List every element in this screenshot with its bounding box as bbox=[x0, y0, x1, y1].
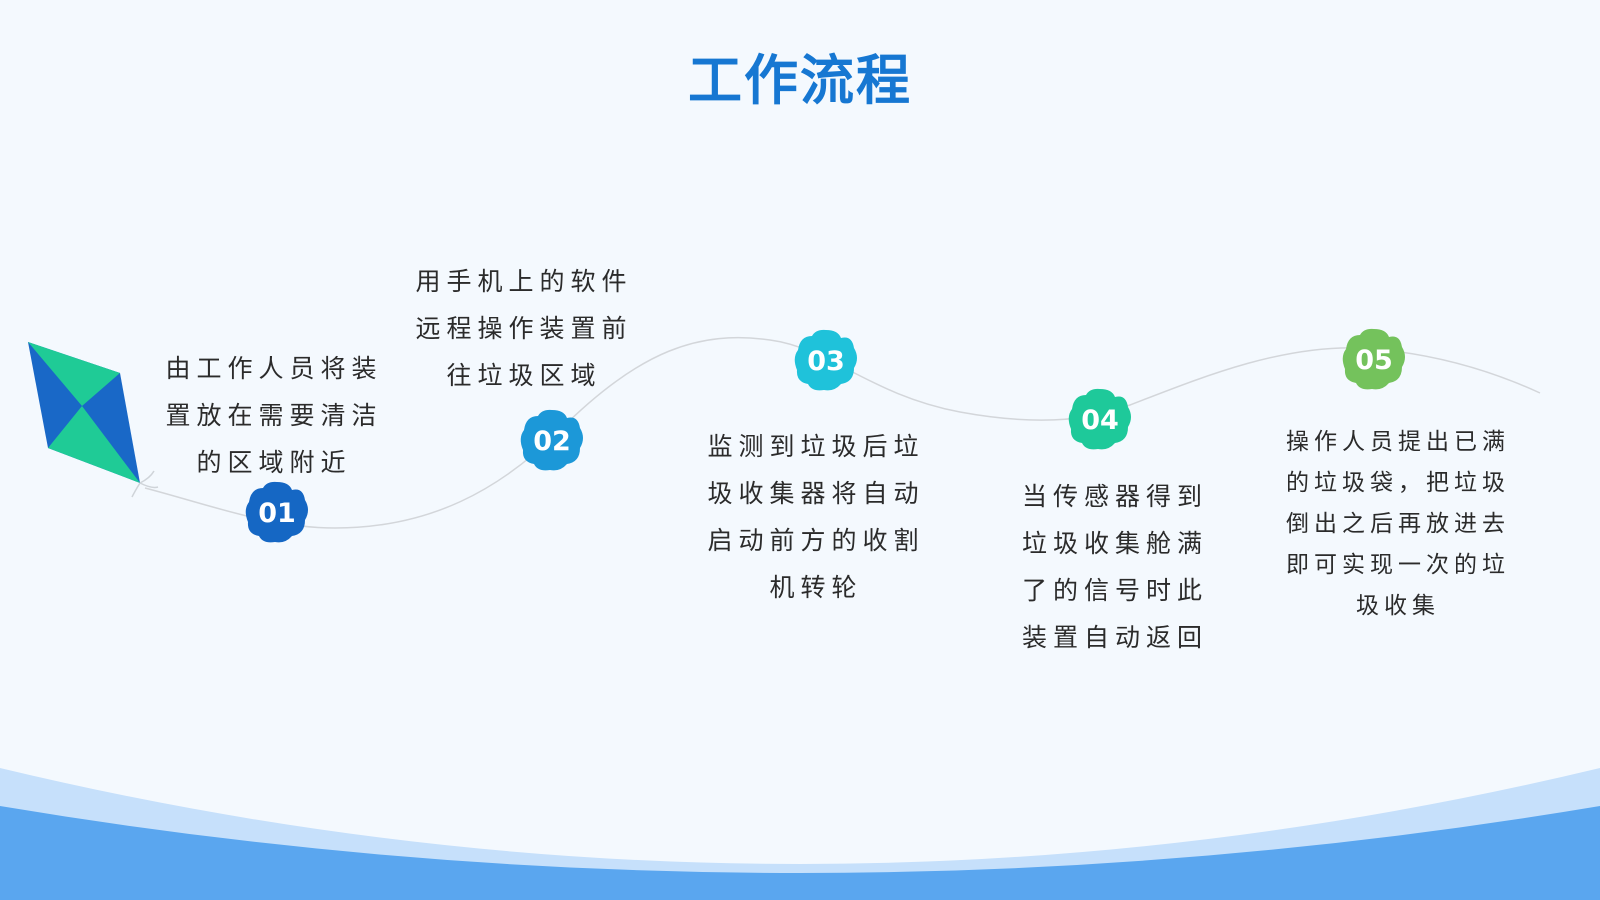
step-number-03: 03 bbox=[807, 346, 845, 377]
step-text-02: 用手机上的软件远程操作装置前往垃圾区域 bbox=[415, 267, 633, 390]
step-number-02: 02 bbox=[533, 426, 571, 457]
step-badge-04: 04 bbox=[1068, 388, 1131, 450]
bottom-wave-dark bbox=[0, 806, 1600, 900]
step-text-05: 操作人员提出已满的垃圾袋，把垃圾倒出之后再放进去即可实现一次的垃圾收集 bbox=[1286, 429, 1510, 619]
step-text-01: 由工作人员将装置放在需要清洁的区域附近 bbox=[165, 354, 383, 477]
step-badge-02: 02 bbox=[520, 409, 583, 471]
step-badge-03: 03 bbox=[794, 329, 857, 391]
kite-icon bbox=[28, 342, 159, 498]
step-badge-01: 01 bbox=[245, 481, 308, 543]
step-number-05: 05 bbox=[1355, 345, 1393, 376]
page-title: 工作流程 bbox=[688, 49, 912, 112]
step-number-04: 04 bbox=[1081, 405, 1119, 436]
step-badge-05: 05 bbox=[1342, 328, 1405, 390]
step-text-04: 当传感器得到垃圾收集舱满了的信号时此装置自动返回 bbox=[1021, 482, 1208, 652]
step-text-03: 监测到垃圾后垃圾收集器将自动启动前方的收割机转轮 bbox=[707, 432, 925, 602]
step-number-01: 01 bbox=[258, 498, 296, 529]
